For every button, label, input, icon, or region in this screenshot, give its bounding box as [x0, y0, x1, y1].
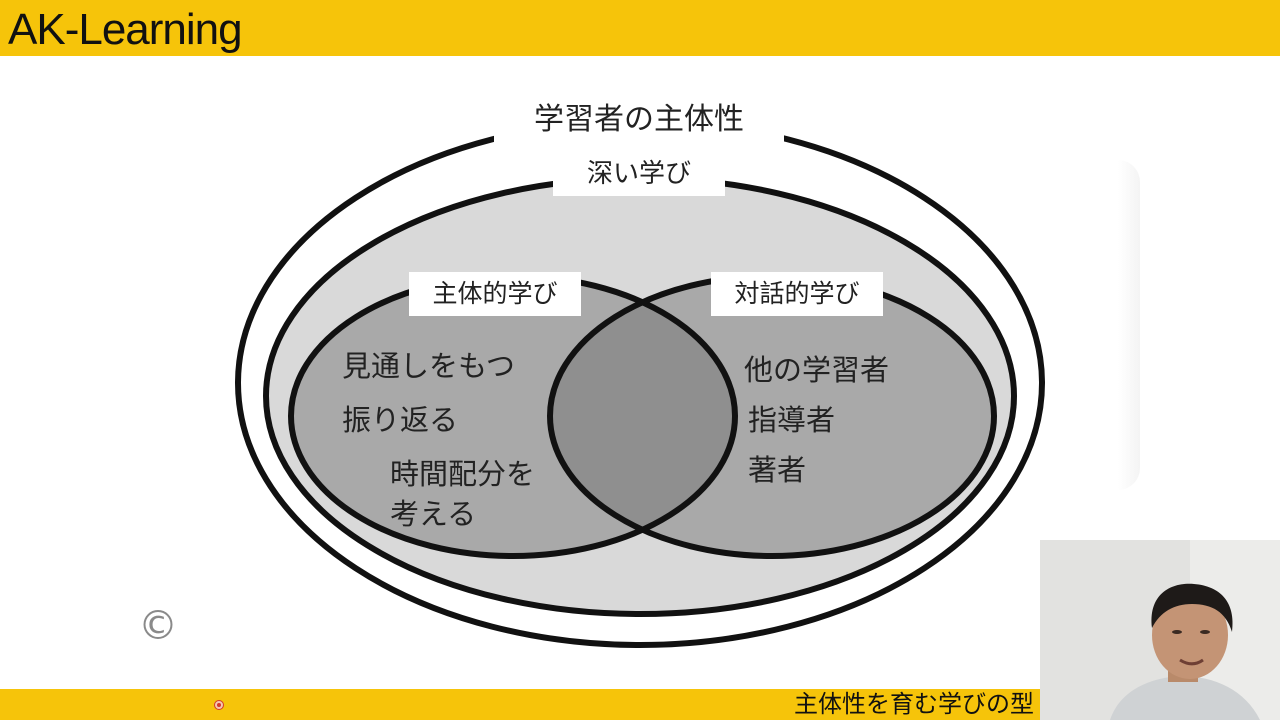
- inner-label: 深い学び: [553, 152, 725, 196]
- panel-edge: [1118, 160, 1140, 490]
- left-item-time-allocation-2: 考える: [390, 497, 477, 531]
- left-item-plan: 見通しをもつ: [342, 349, 515, 383]
- left-circle-label: 主体的学び: [409, 272, 581, 316]
- venn-diagram: [235, 118, 1045, 648]
- right-item-other-learners: 他の学習者: [744, 353, 890, 387]
- left-item-time-allocation-1: 時間配分を: [390, 457, 536, 491]
- right-item-author: 著者: [748, 453, 807, 487]
- top-bar: AK-Learning: [0, 0, 1280, 56]
- video-title: 主体性を育む学びの型: [794, 690, 1034, 718]
- pointer-cursor-icon: [214, 700, 224, 710]
- right-circle-label: 対話的学び: [711, 272, 883, 316]
- copyright-symbol: ©: [138, 603, 178, 649]
- overlap-region: [550, 276, 735, 556]
- presenter-silhouette-icon: [1040, 540, 1280, 720]
- webcam-overlay: [1040, 540, 1280, 720]
- right-item-instructor: 指導者: [748, 403, 836, 437]
- outer-label: 学習者の主体性: [494, 98, 784, 142]
- brand-logo-text: AK-Learning: [8, 5, 243, 54]
- left-item-reflect: 振り返る: [342, 403, 459, 437]
